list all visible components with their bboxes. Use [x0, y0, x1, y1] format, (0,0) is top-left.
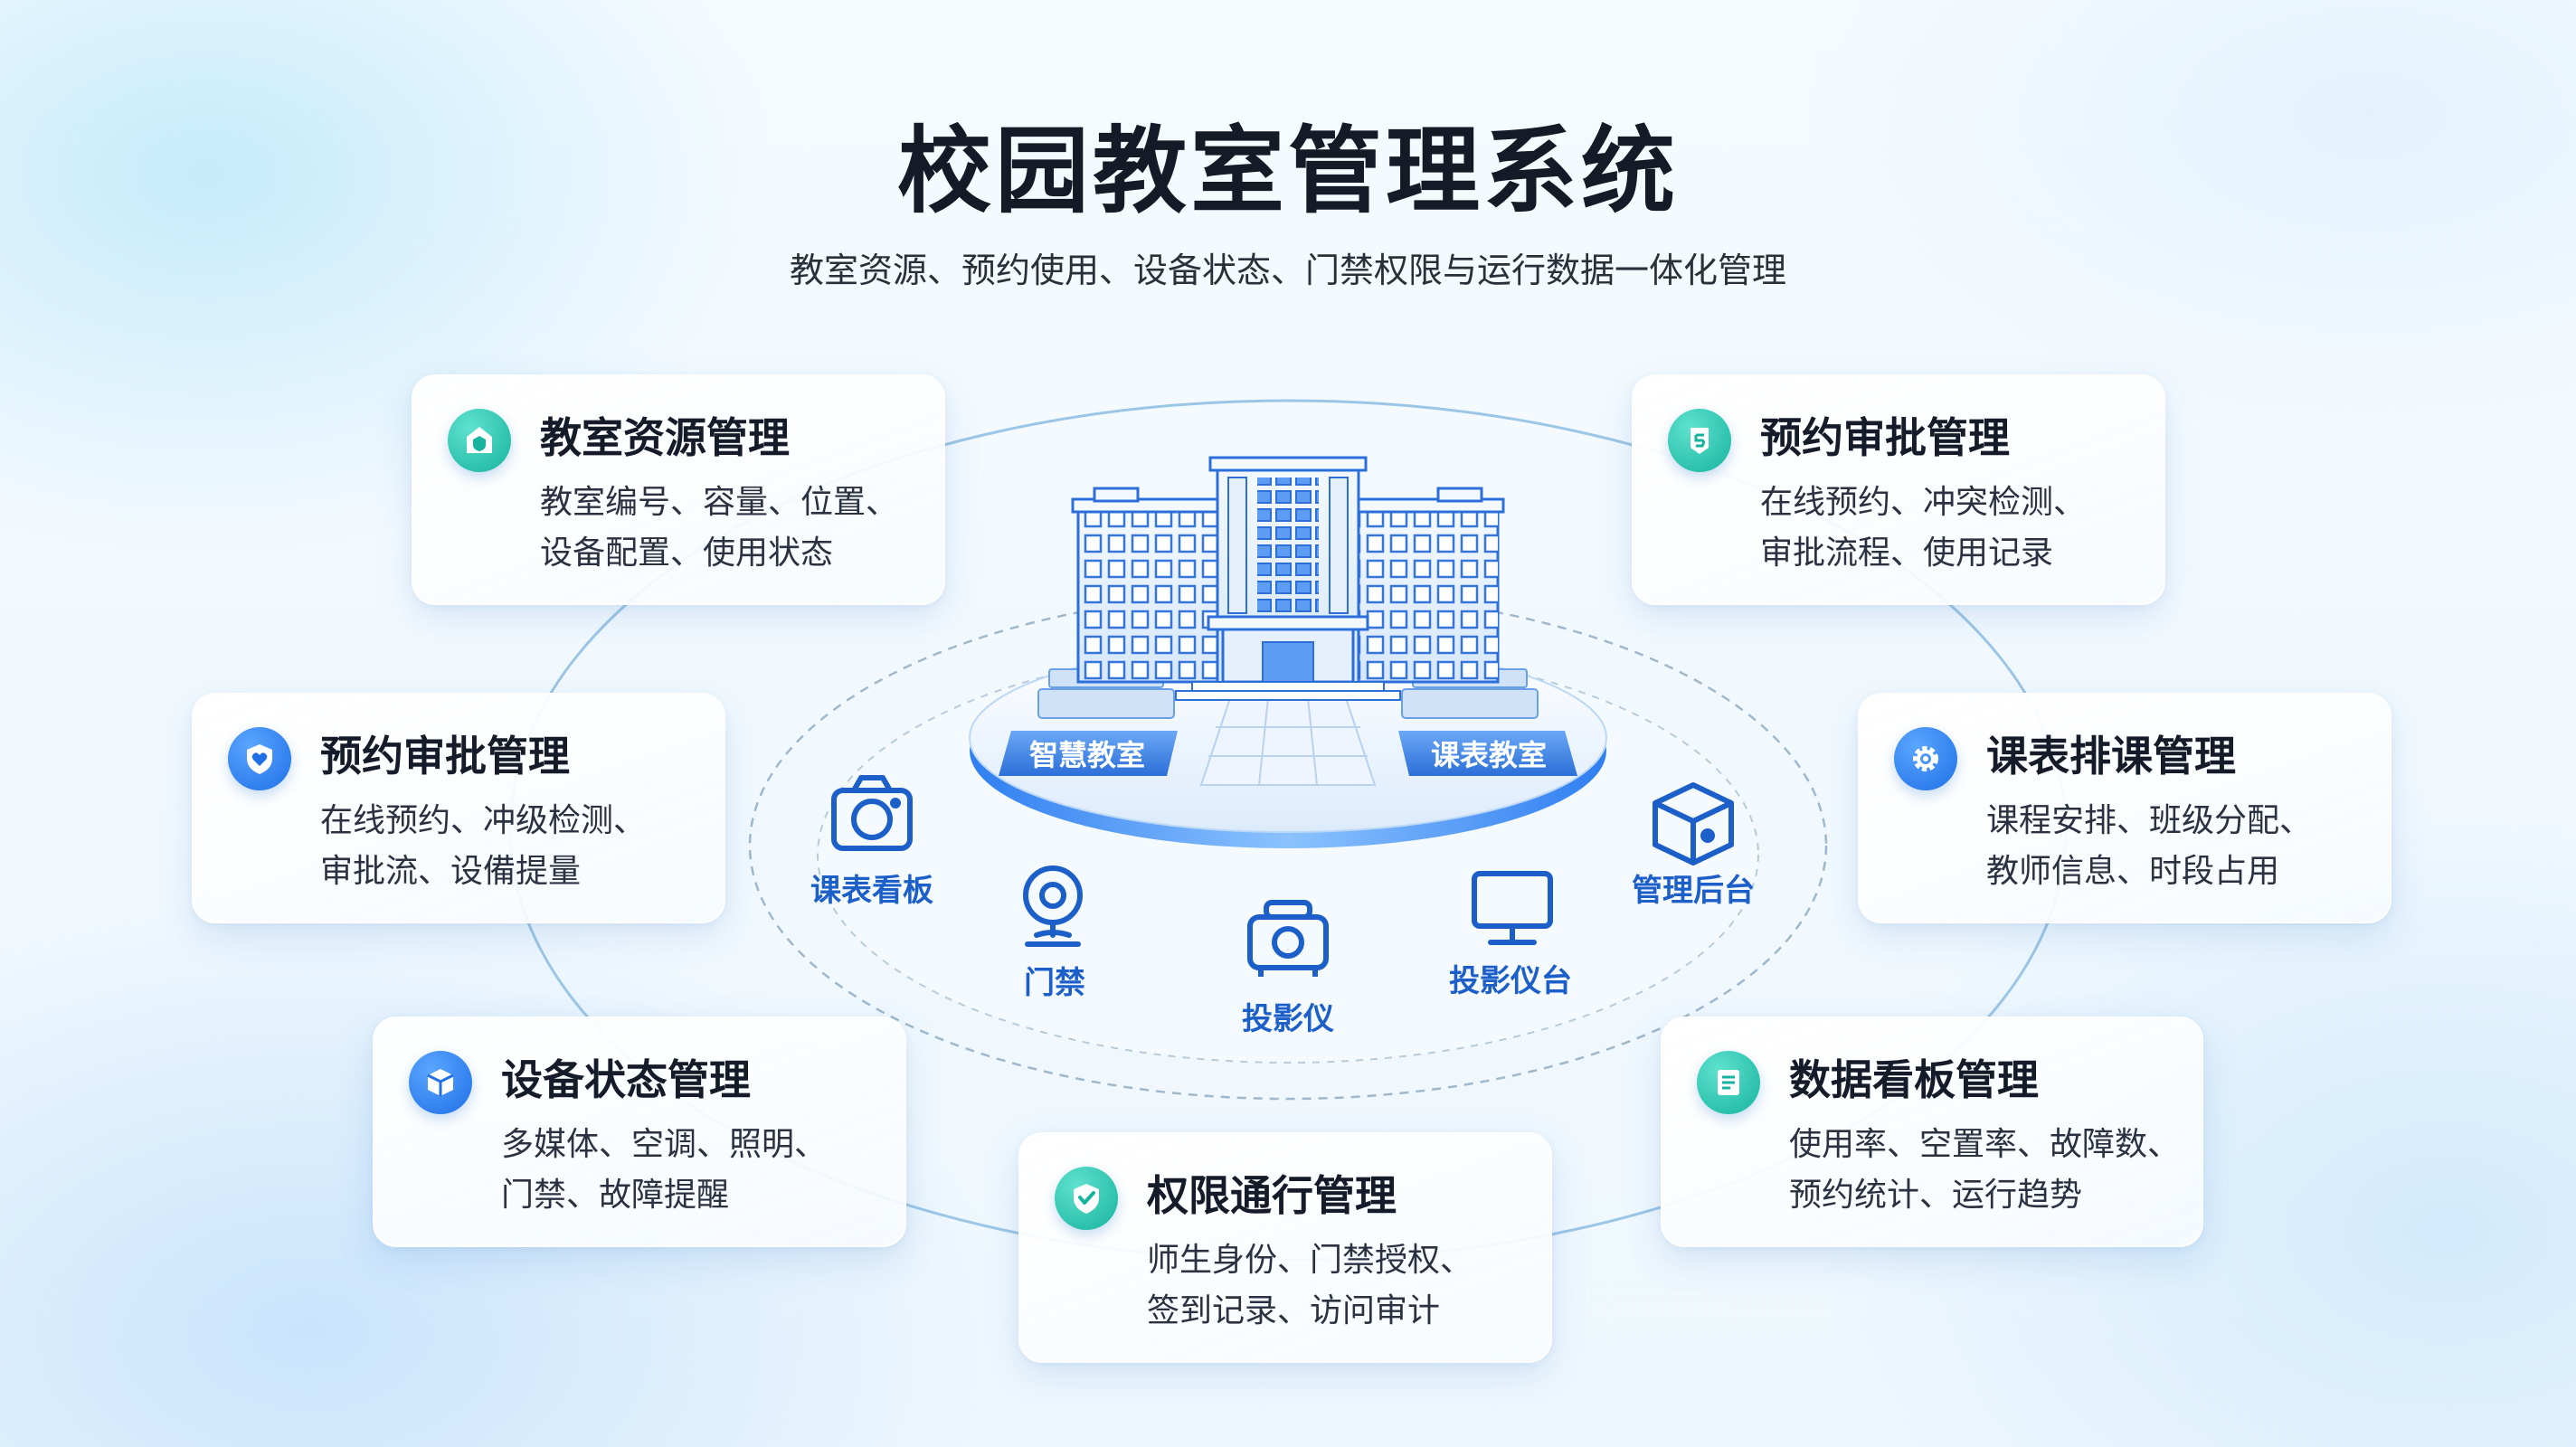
page-subtitle: 教室资源、预约使用、设备状态、门禁权限与运行数据一体化管理	[789, 251, 1786, 290]
device-label: 课表看板	[810, 873, 933, 909]
monitor-icon	[1472, 871, 1553, 945]
module-description-line: 在线预约、冲突检测、	[1760, 484, 2087, 521]
module-description-line: 教师信息、时段占用	[1986, 853, 2280, 890]
home-shield-icon	[467, 427, 492, 453]
module-title: 预约审批管理	[320, 732, 570, 780]
module-description-line: 在线预约、冲级检测、	[320, 802, 647, 839]
module-description-line: 多媒体、空调、照明、	[501, 1126, 828, 1163]
module-description-line: 师生身份、门禁授权、	[1147, 1242, 1473, 1279]
module-description-line: 使用率、空置率、故障数、	[1789, 1126, 2181, 1163]
check-shield-icon	[1074, 1184, 1099, 1214]
module-description: 多媒体、空调、照明、 门禁、故障提醒	[501, 1120, 827, 1221]
module-description-line: 审批流、设備提量	[320, 853, 582, 890]
module-description-line: 签到记录、访问审计	[1147, 1292, 1441, 1329]
device-access-gate: 门禁	[1023, 865, 1085, 1001]
module-description-line: 课程安排、班级分配、	[1986, 802, 2313, 839]
module-card-schedule: 课表排课管理 课程安排、班级分配、 教师信息、时段占用	[1858, 693, 2391, 923]
device-label: 门禁	[1024, 965, 1085, 1001]
device-label: 投影仪台	[1449, 963, 1572, 999]
heart-shield-icon	[247, 744, 272, 774]
gear-icon	[1913, 746, 1938, 771]
device-projector-stand: 投影仪台	[1449, 871, 1572, 999]
module-description-line: 预约统计、运行趋势	[1789, 1177, 2083, 1214]
module-card-device-status: 设备状态管理 多媒体、空调、照明、 门禁、故障提醒	[373, 1017, 906, 1247]
module-description: 教室编号、容量、位置、 设备配置、使用状态	[540, 478, 898, 579]
module-icon-badge	[1894, 727, 1957, 790]
module-description: 在线预约、冲突检测、 审批流程、使用记录	[1760, 478, 2086, 579]
webcam-icon	[1023, 865, 1083, 947]
projector-icon	[1247, 900, 1329, 977]
module-description: 在线预约、冲级检测、 审批流、设備提量	[320, 796, 646, 897]
module-description-line: 设备配置、使用状态	[540, 534, 834, 572]
cube-icon	[1653, 782, 1734, 865]
sign-label: 课表教室	[1431, 738, 1547, 772]
module-description: 师生身份、门禁授权、 签到记录、访问审计	[1147, 1235, 1473, 1337]
module-title: 课表排课管理	[1986, 732, 2236, 780]
sign-label: 智慧教室	[1029, 738, 1145, 772]
module-title: 预约审批管理	[1760, 413, 2010, 462]
module-description-line: 门禁、故障提醒	[501, 1177, 730, 1214]
device-admin-console: 管理后台	[1632, 782, 1755, 909]
module-description-line: 审批流程、使用记录	[1760, 534, 2054, 572]
plaza	[1199, 697, 1377, 786]
module-icon-badge	[448, 409, 511, 472]
document-icon	[1718, 1070, 1739, 1095]
sign-smart-classroom: 智慧教室	[999, 731, 1178, 776]
building-icon	[1071, 456, 1505, 701]
page-title: 校园教室管理系统	[896, 116, 1679, 226]
camera-icon	[831, 775, 913, 851]
module-card-booking-approval: 预约审批管理 在线预约、冲突检测、 审批流程、使用记录	[1632, 374, 2165, 605]
module-description: 课程安排、班级分配、 教师信息、时段占用	[1986, 796, 2312, 897]
box-icon	[427, 1069, 454, 1096]
module-description: 使用率、空置率、故障数、 预约统计、运行趋势	[1789, 1120, 2180, 1221]
module-card-dashboard: 数据看板管理 使用率、空置率、故障数、 预约统计、运行趋势	[1661, 1017, 2203, 1247]
module-description-line: 教室编号、容量、位置、	[540, 484, 899, 521]
module-title: 设备状态管理	[501, 1055, 751, 1104]
module-icon-badge	[1055, 1167, 1118, 1230]
module-icon-badge	[1668, 409, 1731, 472]
module-card-access-permission: 权限通行管理 师生身份、门禁授权、 签到记录、访问审计	[1018, 1132, 1552, 1363]
module-icon-badge	[228, 727, 291, 790]
device-label: 投影仪	[1242, 1001, 1334, 1037]
module-title: 教室资源管理	[540, 413, 790, 462]
tag-icon	[1690, 428, 1709, 454]
module-title: 权限通行管理	[1147, 1171, 1397, 1220]
module-icon-badge	[1697, 1051, 1760, 1114]
sign-schedule-classroom: 课表教室	[1398, 731, 1577, 776]
device-projector: 投影仪	[1242, 900, 1334, 1037]
module-card-booking-approval-alt: 预约审批管理 在线预约、冲级检测、 审批流、设備提量	[192, 693, 725, 923]
module-card-classroom-resources: 教室资源管理 教室编号、容量、位置、 设备配置、使用状态	[412, 374, 945, 605]
module-title: 数据看板管理	[1789, 1055, 2039, 1104]
device-label: 管理后台	[1632, 873, 1755, 909]
module-icon-badge	[409, 1051, 472, 1114]
device-schedule-board: 课表看板	[810, 775, 933, 909]
